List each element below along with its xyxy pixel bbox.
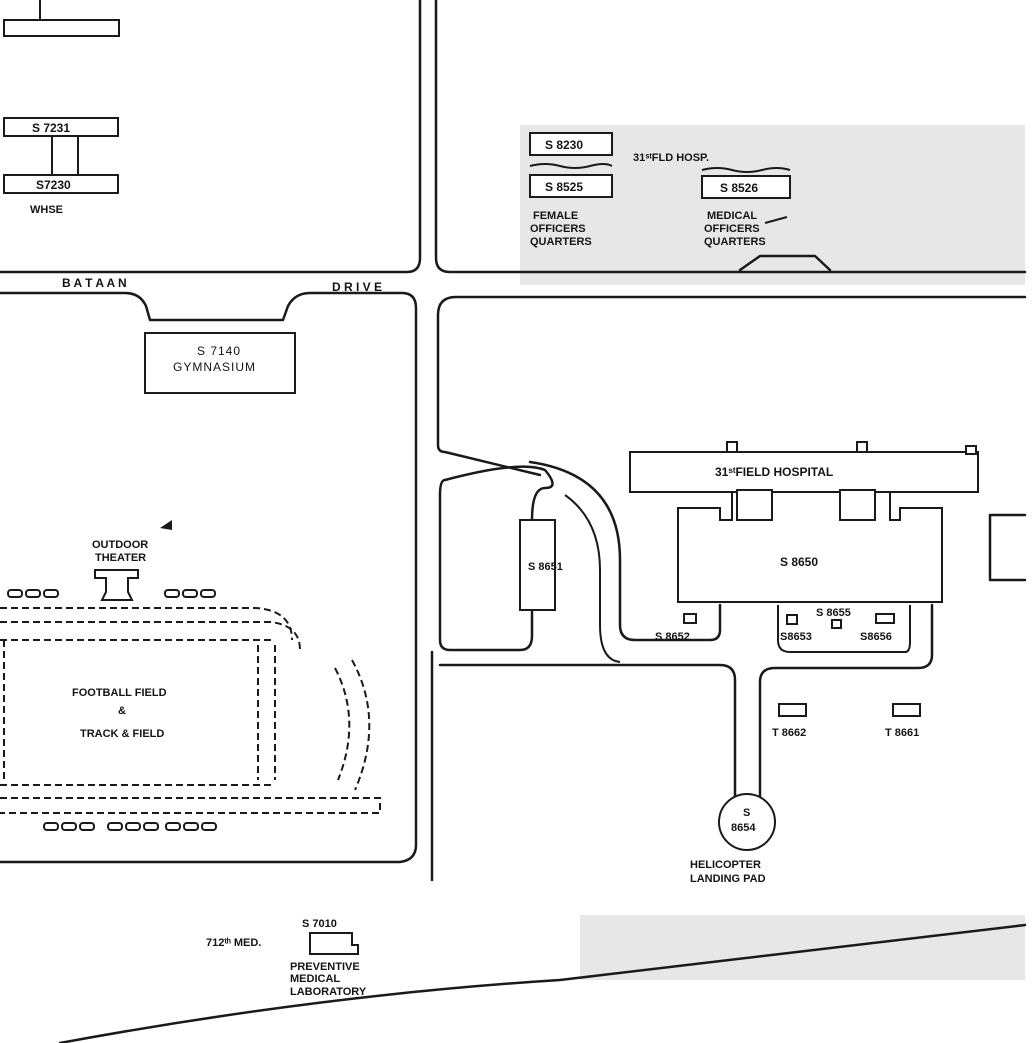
road-hospital-front bbox=[438, 663, 737, 802]
label-female-quarters: QUARTERS bbox=[530, 236, 592, 248]
label-s7010: S 7010 bbox=[302, 918, 337, 930]
helicopter-pad-s8654 bbox=[718, 793, 776, 851]
label-medical-officers: OFFICERS bbox=[704, 223, 760, 235]
label-s8653: S8653 bbox=[780, 631, 812, 643]
label-t8661: T 8661 bbox=[885, 727, 919, 739]
building-s8651 bbox=[519, 519, 556, 611]
hospital-wing-2 bbox=[839, 489, 876, 521]
marker-theater-pointer bbox=[160, 520, 172, 530]
label-fld-hosp: 31ˢᵗFLD HOSP. bbox=[633, 152, 709, 164]
bleachers-left bbox=[7, 589, 59, 598]
label-outdoor: OUTDOOR bbox=[92, 539, 148, 551]
label-712th-med: 712ᵗʰ MED. bbox=[206, 937, 261, 949]
label-preventive: PREVENTIVE bbox=[290, 961, 360, 973]
label-s7230: S7230 bbox=[36, 178, 71, 192]
hospital-nub-1 bbox=[726, 441, 738, 453]
wavy-line-right bbox=[701, 167, 791, 173]
label-s8650: S 8650 bbox=[780, 555, 818, 569]
building-s8650 bbox=[677, 491, 943, 603]
label-female: FEMALE bbox=[533, 210, 578, 222]
label-road-bataan: B A T A A N bbox=[62, 276, 127, 290]
road-hospital-front-east bbox=[758, 603, 934, 802]
road-top-left-block bbox=[0, 0, 422, 274]
building-t8661 bbox=[892, 703, 921, 717]
label-football-field: FOOTBALL FIELD bbox=[72, 687, 167, 699]
label-road-drive: D R I V E bbox=[332, 280, 382, 294]
road-bataan-drive-south-edge-east bbox=[436, 295, 1027, 477]
connector-whse bbox=[51, 135, 79, 175]
bleachers-right bbox=[164, 589, 216, 598]
label-s8651: S 8651 bbox=[528, 561, 563, 573]
track-field-right bbox=[257, 645, 276, 780]
hospital-nub-3 bbox=[965, 445, 977, 455]
label-s8525: S 8525 bbox=[545, 180, 583, 194]
building-s8652 bbox=[683, 613, 697, 624]
label-theater: THEATER bbox=[95, 552, 146, 564]
label-whse: WHSE bbox=[30, 204, 63, 216]
label-t8662: T 8662 bbox=[772, 727, 806, 739]
label-medical-quarters: QUARTERS bbox=[704, 236, 766, 248]
building-s8230 bbox=[529, 132, 613, 156]
building-s7231 bbox=[3, 117, 119, 137]
track-bottom bbox=[0, 784, 381, 814]
label-gymnasium: GYMNASIUM bbox=[173, 360, 256, 374]
hospital-nub-2 bbox=[856, 441, 868, 453]
label-medical-lab: MEDICAL bbox=[290, 973, 340, 985]
wavy-line-left bbox=[529, 163, 613, 169]
bleachers-bottom bbox=[43, 822, 217, 831]
label-s8656: S8656 bbox=[860, 631, 892, 643]
label-s7231: S 7231 bbox=[32, 121, 70, 135]
leader-medical bbox=[764, 216, 788, 224]
building-t8662 bbox=[778, 703, 807, 717]
track-curve-inner bbox=[334, 667, 351, 781]
building-s8656 bbox=[875, 613, 895, 624]
building-s8655 bbox=[831, 619, 842, 629]
building-s7140-gymnasium bbox=[144, 332, 296, 394]
building-s7230 bbox=[3, 174, 119, 194]
track-lane bbox=[0, 621, 301, 651]
building-east-edge bbox=[988, 513, 1027, 582]
building-s7010 bbox=[309, 932, 359, 955]
road-curved-access-inner bbox=[564, 494, 621, 663]
label-medical: MEDICAL bbox=[707, 210, 757, 222]
label-s8230: S 8230 bbox=[545, 138, 583, 152]
label-s8655: S 8655 bbox=[816, 607, 851, 619]
road-rear-service bbox=[777, 605, 911, 653]
building-s8525 bbox=[529, 174, 613, 198]
label-s7140: S 7140 bbox=[197, 344, 241, 358]
building-s8526 bbox=[701, 175, 791, 199]
road-medical-notch bbox=[738, 254, 832, 272]
road-curved-access-outer bbox=[528, 460, 722, 642]
building-top-left bbox=[3, 19, 120, 37]
label-s8652: S 8652 bbox=[655, 631, 690, 643]
label-female-officers: OFFICERS bbox=[530, 223, 586, 235]
road-main-vertical-east bbox=[434, 0, 1027, 274]
label-s8654-number: 8654 bbox=[731, 822, 756, 834]
label-s8654-prefix: S bbox=[743, 807, 750, 819]
road-diagonal-south bbox=[58, 923, 1027, 1043]
label-laboratory: LABORATORY bbox=[290, 986, 367, 998]
building-s8653 bbox=[786, 614, 798, 625]
label-s8526: S 8526 bbox=[720, 181, 758, 195]
track-outer bbox=[0, 607, 293, 641]
label-landing-pad: LANDING PAD bbox=[690, 873, 766, 885]
road-bataan-drive-south-edge bbox=[0, 291, 418, 864]
track-curve-outer bbox=[351, 659, 371, 791]
building-outdoor-theater bbox=[94, 569, 139, 601]
label-helicopter: HELICOPTER bbox=[690, 859, 761, 871]
label-track-field: TRACK & FIELD bbox=[80, 728, 164, 740]
hospital-wing-1 bbox=[736, 489, 773, 521]
label-field-hospital: 31ˢᵗFIELD HOSPITAL bbox=[715, 465, 833, 479]
label-ampersand: & bbox=[118, 705, 126, 717]
